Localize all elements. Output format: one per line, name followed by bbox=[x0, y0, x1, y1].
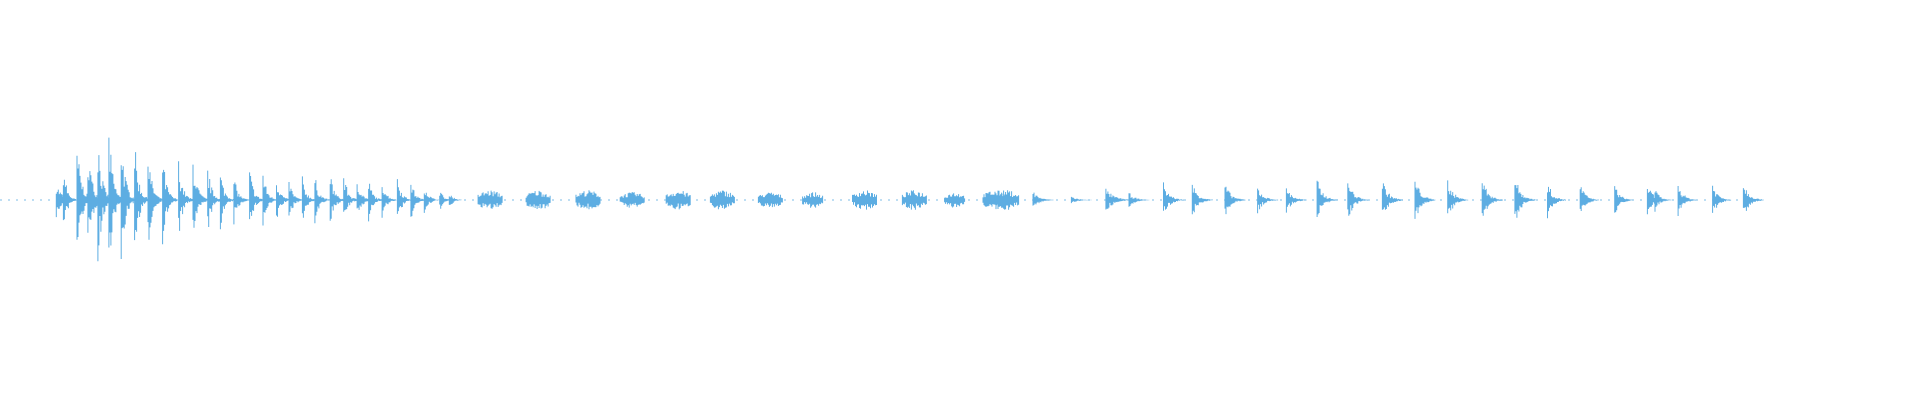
waveform-burst bbox=[1547, 186, 1566, 219]
waveform-burst bbox=[944, 193, 966, 208]
waveform-burst bbox=[233, 182, 249, 225]
waveform-burst bbox=[1381, 183, 1403, 210]
waveform-burst bbox=[147, 166, 163, 240]
waveform-burst bbox=[1128, 193, 1150, 207]
waveform-burst bbox=[852, 190, 877, 210]
waveform-burst bbox=[1742, 188, 1764, 211]
waveform-burst bbox=[757, 192, 783, 208]
waveform-burst bbox=[665, 191, 691, 210]
waveform-burst bbox=[1032, 192, 1054, 206]
waveform-burst bbox=[1191, 184, 1213, 215]
waveform-burst bbox=[1070, 196, 1092, 204]
waveform-burst bbox=[1257, 188, 1279, 214]
waveform-burst bbox=[802, 192, 824, 208]
waveform-burst bbox=[120, 165, 136, 259]
waveform-burst bbox=[1347, 183, 1369, 216]
waveform-burst bbox=[368, 183, 384, 222]
waveform-burst bbox=[396, 179, 412, 214]
waveform-burst bbox=[1224, 186, 1246, 215]
waveform-burst bbox=[410, 184, 426, 217]
waveform-burst bbox=[162, 169, 178, 245]
waveform-burst bbox=[1414, 181, 1436, 219]
waveform-burst bbox=[901, 190, 927, 210]
waveform-burst bbox=[1316, 180, 1338, 217]
waveform-burst bbox=[709, 190, 735, 210]
waveform-burst bbox=[448, 195, 462, 205]
waveform-burst bbox=[1447, 180, 1469, 214]
waveform-burst bbox=[1579, 187, 1599, 211]
waveform-burst bbox=[575, 190, 601, 210]
waveform-burst bbox=[619, 192, 645, 208]
waveform-burst bbox=[343, 178, 359, 212]
waveform-burst bbox=[207, 170, 223, 227]
waveform-burst bbox=[1514, 185, 1536, 218]
waveform-burst bbox=[62, 179, 76, 221]
waveform-burst bbox=[1677, 186, 1697, 216]
waveform-burst bbox=[477, 190, 503, 209]
waveform-burst bbox=[1285, 188, 1307, 213]
waveform-burst bbox=[994, 190, 1020, 210]
waveform-burst bbox=[381, 187, 397, 218]
waveform-burst bbox=[314, 180, 330, 224]
waveform-burst bbox=[1712, 185, 1732, 213]
waveform-burst bbox=[219, 177, 235, 230]
waveform-burst bbox=[301, 176, 317, 218]
waveform-burst bbox=[329, 179, 345, 221]
waveform-burst bbox=[192, 164, 208, 228]
waveform-burst bbox=[288, 182, 304, 216]
waveform-burst bbox=[262, 175, 278, 226]
waveform-burst bbox=[249, 172, 265, 220]
waveform-burst bbox=[134, 152, 150, 241]
waveform-burst bbox=[525, 190, 551, 209]
waveform-burst bbox=[178, 161, 194, 231]
waveform-burst bbox=[1654, 191, 1672, 212]
waveform-burst bbox=[1614, 186, 1634, 213]
waveform-burst bbox=[276, 185, 291, 217]
waveform-burst bbox=[1481, 183, 1503, 216]
waveform-burst bbox=[423, 192, 439, 213]
waveform-burst bbox=[1163, 182, 1184, 211]
